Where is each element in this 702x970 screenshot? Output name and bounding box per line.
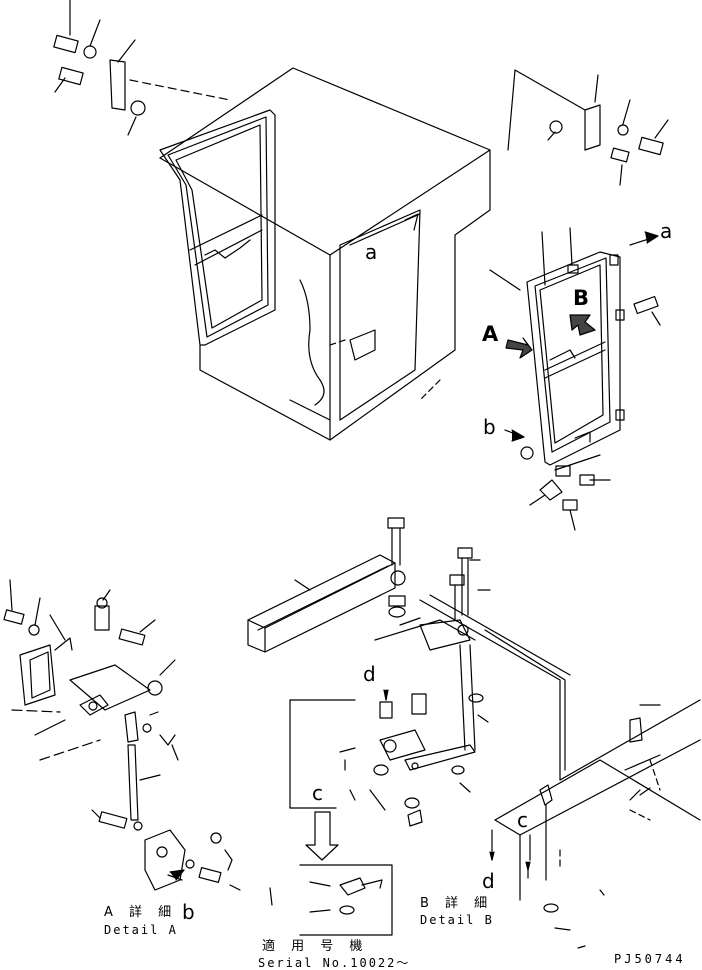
label-ref-a-cab: a <box>365 240 377 264</box>
label-ref-c-right: c <box>517 808 528 832</box>
drawing-code: PJ50744 <box>614 952 686 966</box>
cab-body <box>129 67 586 441</box>
label-ref-b-door: b <box>483 415 496 439</box>
arrow-view-b <box>569 314 596 336</box>
side-door <box>520 227 661 531</box>
serial-number: Serial No.10022〜 <box>258 956 410 970</box>
label-view-b: B <box>573 286 589 310</box>
label-ref-b-detail: b <box>182 900 195 924</box>
hinge-bracket-top-left <box>53 0 146 136</box>
arrow-view-a <box>505 337 533 359</box>
arrow-a-ref <box>504 231 659 442</box>
serial-title-jp: 適 用 号 機 <box>262 938 368 954</box>
detail-a-title-jp: A 詳 細 <box>104 904 177 920</box>
detail-b-title-jp: B 詳 細 <box>420 895 493 911</box>
label-ref-a-door: a <box>660 219 672 243</box>
detail-a-title-en: Detail A <box>104 923 178 937</box>
detail-b-title-en: Detail B <box>420 913 494 927</box>
detail-a-assembly <box>3 579 241 891</box>
label-ref-d-left: d <box>363 662 376 686</box>
label-ref-c-left: c <box>312 781 323 805</box>
label-view-a: A <box>482 322 499 346</box>
detail-b-assembly <box>247 517 701 949</box>
diagram-labels: a a A B b b c c d d A 詳 細 Detail A B 詳 細… <box>104 219 686 970</box>
hinge-bracket-top-right <box>547 74 669 186</box>
label-ref-d-right: d <box>482 869 495 893</box>
